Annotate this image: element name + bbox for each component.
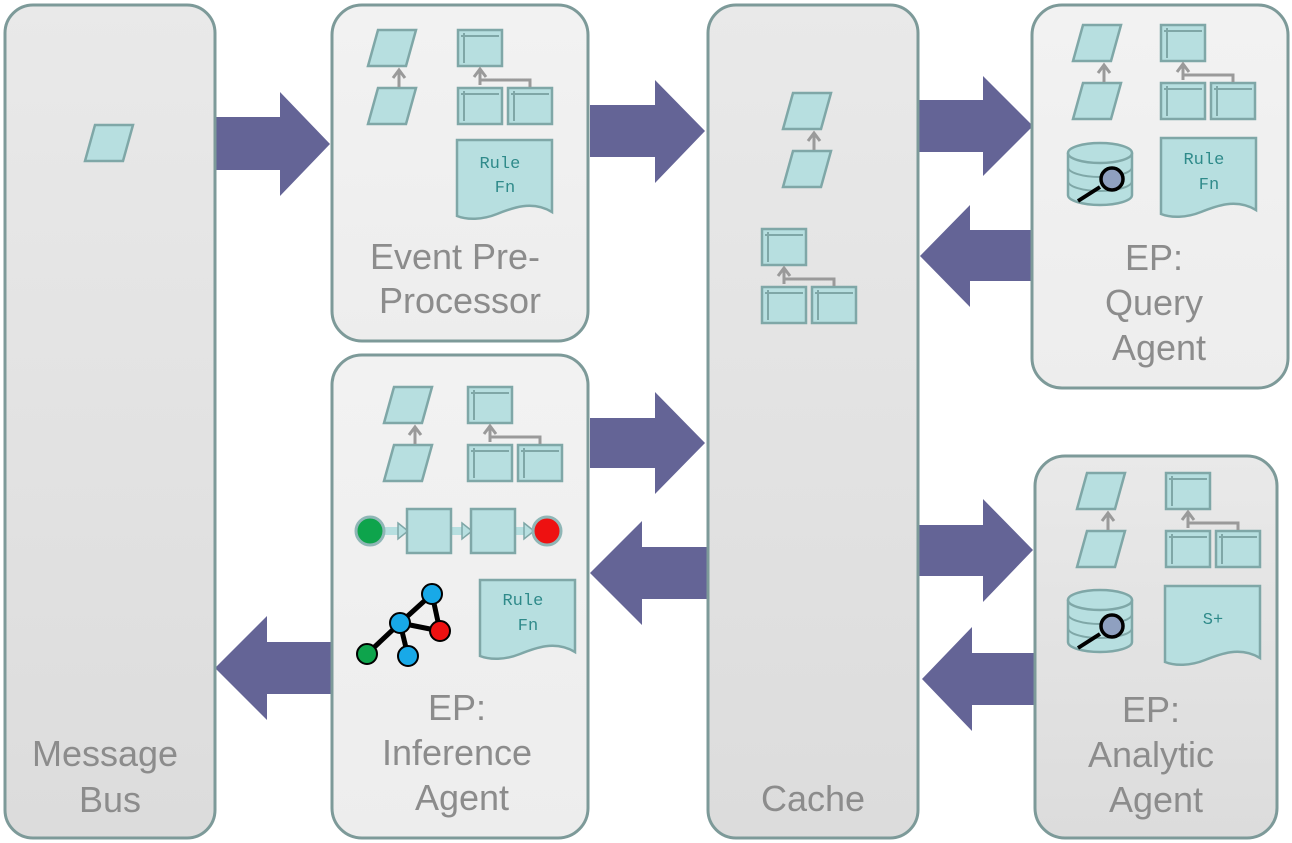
- arrow-bus-to-preprocessor: [215, 92, 330, 196]
- svg-text:Rule Fn: Rule Fn: [502, 592, 553, 636]
- message-bus-box: Message Bus: [3, 3, 217, 840]
- svg-text:Rule Fn: Rule Fn: [1183, 151, 1234, 195]
- rule-document-icon: Rule Fn: [455, 138, 554, 221]
- rule-document-icon: Rule Fn: [478, 578, 577, 661]
- script-document-icon: S+: [1163, 584, 1262, 667]
- message-bus-label: Message Bus: [32, 733, 188, 820]
- arrow-cache-to-inference: [590, 521, 707, 625]
- state-machine-icon: [354, 507, 563, 555]
- analytic-agent-box: S+ EP: Analytic Agent: [1033, 454, 1279, 840]
- database-query-icon: [1066, 588, 1134, 654]
- event-preprocessor-box: Rule Fn Event Pre- Processor: [330, 3, 590, 343]
- cache-box: Cache: [706, 3, 920, 840]
- svg-text:S+: S+: [1203, 611, 1223, 630]
- query-agent-box: Rule Fn EP: Query Agent: [1030, 3, 1290, 390]
- rule-document-icon: Rule Fn: [1159, 136, 1258, 219]
- svg-text:Rule Fn: Rule Fn: [479, 155, 530, 198]
- event-preprocessor-label: Event Pre- Processor: [370, 236, 550, 321]
- arrow-inference-to-bus: [215, 616, 332, 720]
- database-query-icon: [1066, 141, 1134, 207]
- arrow-preprocessor-to-cache: [590, 80, 705, 183]
- arrow-inference-to-cache: [590, 392, 705, 494]
- inference-agent-box: Rule Fn EP: Inference Agent: [330, 353, 590, 840]
- analytic-agent-label: EP: Analytic Agent: [1088, 689, 1224, 820]
- arrow-query-to-cache: [920, 205, 1035, 307]
- flow-arrows: [215, 76, 1037, 731]
- inference-agent-label: EP: Inference Agent: [382, 687, 542, 818]
- arrow-cache-to-analytic: [918, 499, 1033, 602]
- cache-label: Cache: [761, 778, 865, 819]
- arrow-analytic-to-cache: [922, 627, 1037, 731]
- arrow-cache-to-query: [918, 76, 1033, 176]
- graph-network-icon: [356, 583, 451, 667]
- query-agent-label: EP: Query Agent: [1105, 237, 1213, 368]
